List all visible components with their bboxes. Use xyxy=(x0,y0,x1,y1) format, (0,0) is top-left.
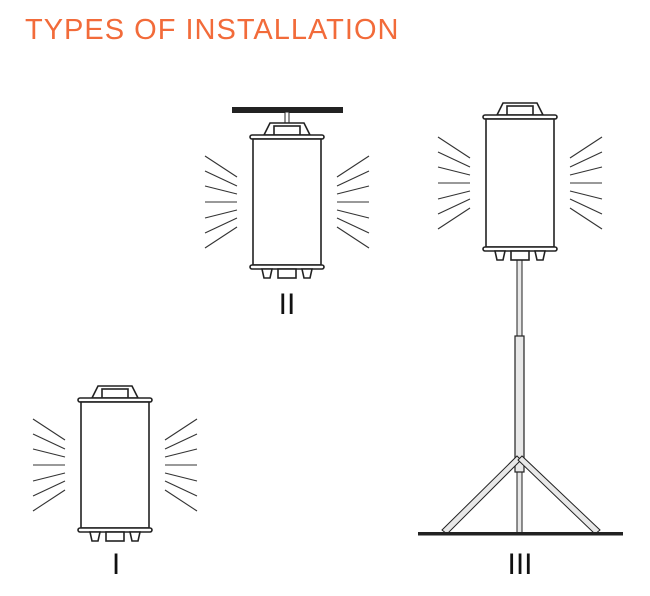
ground-line xyxy=(418,532,623,536)
light-ray-right xyxy=(336,209,370,219)
light-ray-right xyxy=(164,418,198,441)
lamp-body xyxy=(252,138,322,266)
light-ray-left xyxy=(437,207,471,230)
lamp-cap-inner xyxy=(101,388,129,399)
light-ray-right xyxy=(336,226,370,249)
lamp-type-2 xyxy=(204,122,370,279)
lamp-type-3 xyxy=(437,102,603,261)
light-ray-right xyxy=(569,198,603,215)
label-type-3: III xyxy=(507,548,532,581)
tripod-leg-left xyxy=(441,455,522,535)
light-ray-right xyxy=(164,480,198,497)
lamp-cap-inner xyxy=(273,125,301,136)
light-ray-right xyxy=(569,166,603,176)
light-ray-left xyxy=(204,209,238,219)
light-ray-right xyxy=(164,448,198,458)
light-ray-left xyxy=(204,170,238,187)
light-ray-left xyxy=(32,472,66,482)
light-ray-right xyxy=(164,472,198,482)
light-ray-left xyxy=(204,226,238,249)
light-ray-left xyxy=(437,190,471,200)
light-ray-left xyxy=(204,217,238,234)
ceiling-bar xyxy=(232,107,343,113)
lamp-type-1 xyxy=(32,385,198,542)
light-ray-left xyxy=(437,198,471,215)
light-ray-left xyxy=(32,448,66,458)
lamp-foot-right xyxy=(534,250,546,261)
lamp-connector xyxy=(105,531,125,542)
light-ray-right xyxy=(569,136,603,159)
pole-sleeve xyxy=(514,335,525,473)
lamp-connector xyxy=(277,268,297,279)
light-ray-right xyxy=(336,185,370,195)
lamp-foot-right xyxy=(301,268,313,279)
ceiling-stem xyxy=(284,111,290,125)
label-type-1: I xyxy=(112,548,120,581)
light-ray-left xyxy=(437,136,471,159)
lamp-body xyxy=(80,401,150,529)
lamp-connector xyxy=(510,250,530,261)
page-title: TYPES OF INSTALLATION xyxy=(25,14,400,46)
lamp-body xyxy=(485,118,555,248)
light-ray-left xyxy=(32,418,66,441)
light-ray-right xyxy=(569,207,603,230)
light-ray-right xyxy=(336,155,370,178)
light-ray-right xyxy=(164,433,198,450)
light-ray-left xyxy=(204,155,238,178)
lamp-cap-inner xyxy=(506,105,534,116)
light-ray-left xyxy=(32,480,66,497)
light-ray-right xyxy=(336,170,370,187)
light-ray-right xyxy=(164,489,198,512)
lamp-foot-right xyxy=(129,531,141,542)
light-ray-right xyxy=(569,190,603,200)
light-ray-left xyxy=(437,166,471,176)
light-ray-left xyxy=(204,185,238,195)
lamp-foot-left xyxy=(261,268,273,279)
light-ray-left xyxy=(32,433,66,450)
lamp-foot-left xyxy=(494,250,506,261)
lamp-foot-left xyxy=(89,531,101,542)
light-ray-right xyxy=(336,217,370,234)
tripod-stand xyxy=(418,257,623,536)
light-ray-left xyxy=(437,151,471,168)
light-ray-left xyxy=(32,489,66,512)
tripod-leg-right xyxy=(517,455,601,535)
label-type-2: II xyxy=(279,288,296,321)
light-ray-right xyxy=(569,151,603,168)
ceiling-mount xyxy=(232,107,343,125)
